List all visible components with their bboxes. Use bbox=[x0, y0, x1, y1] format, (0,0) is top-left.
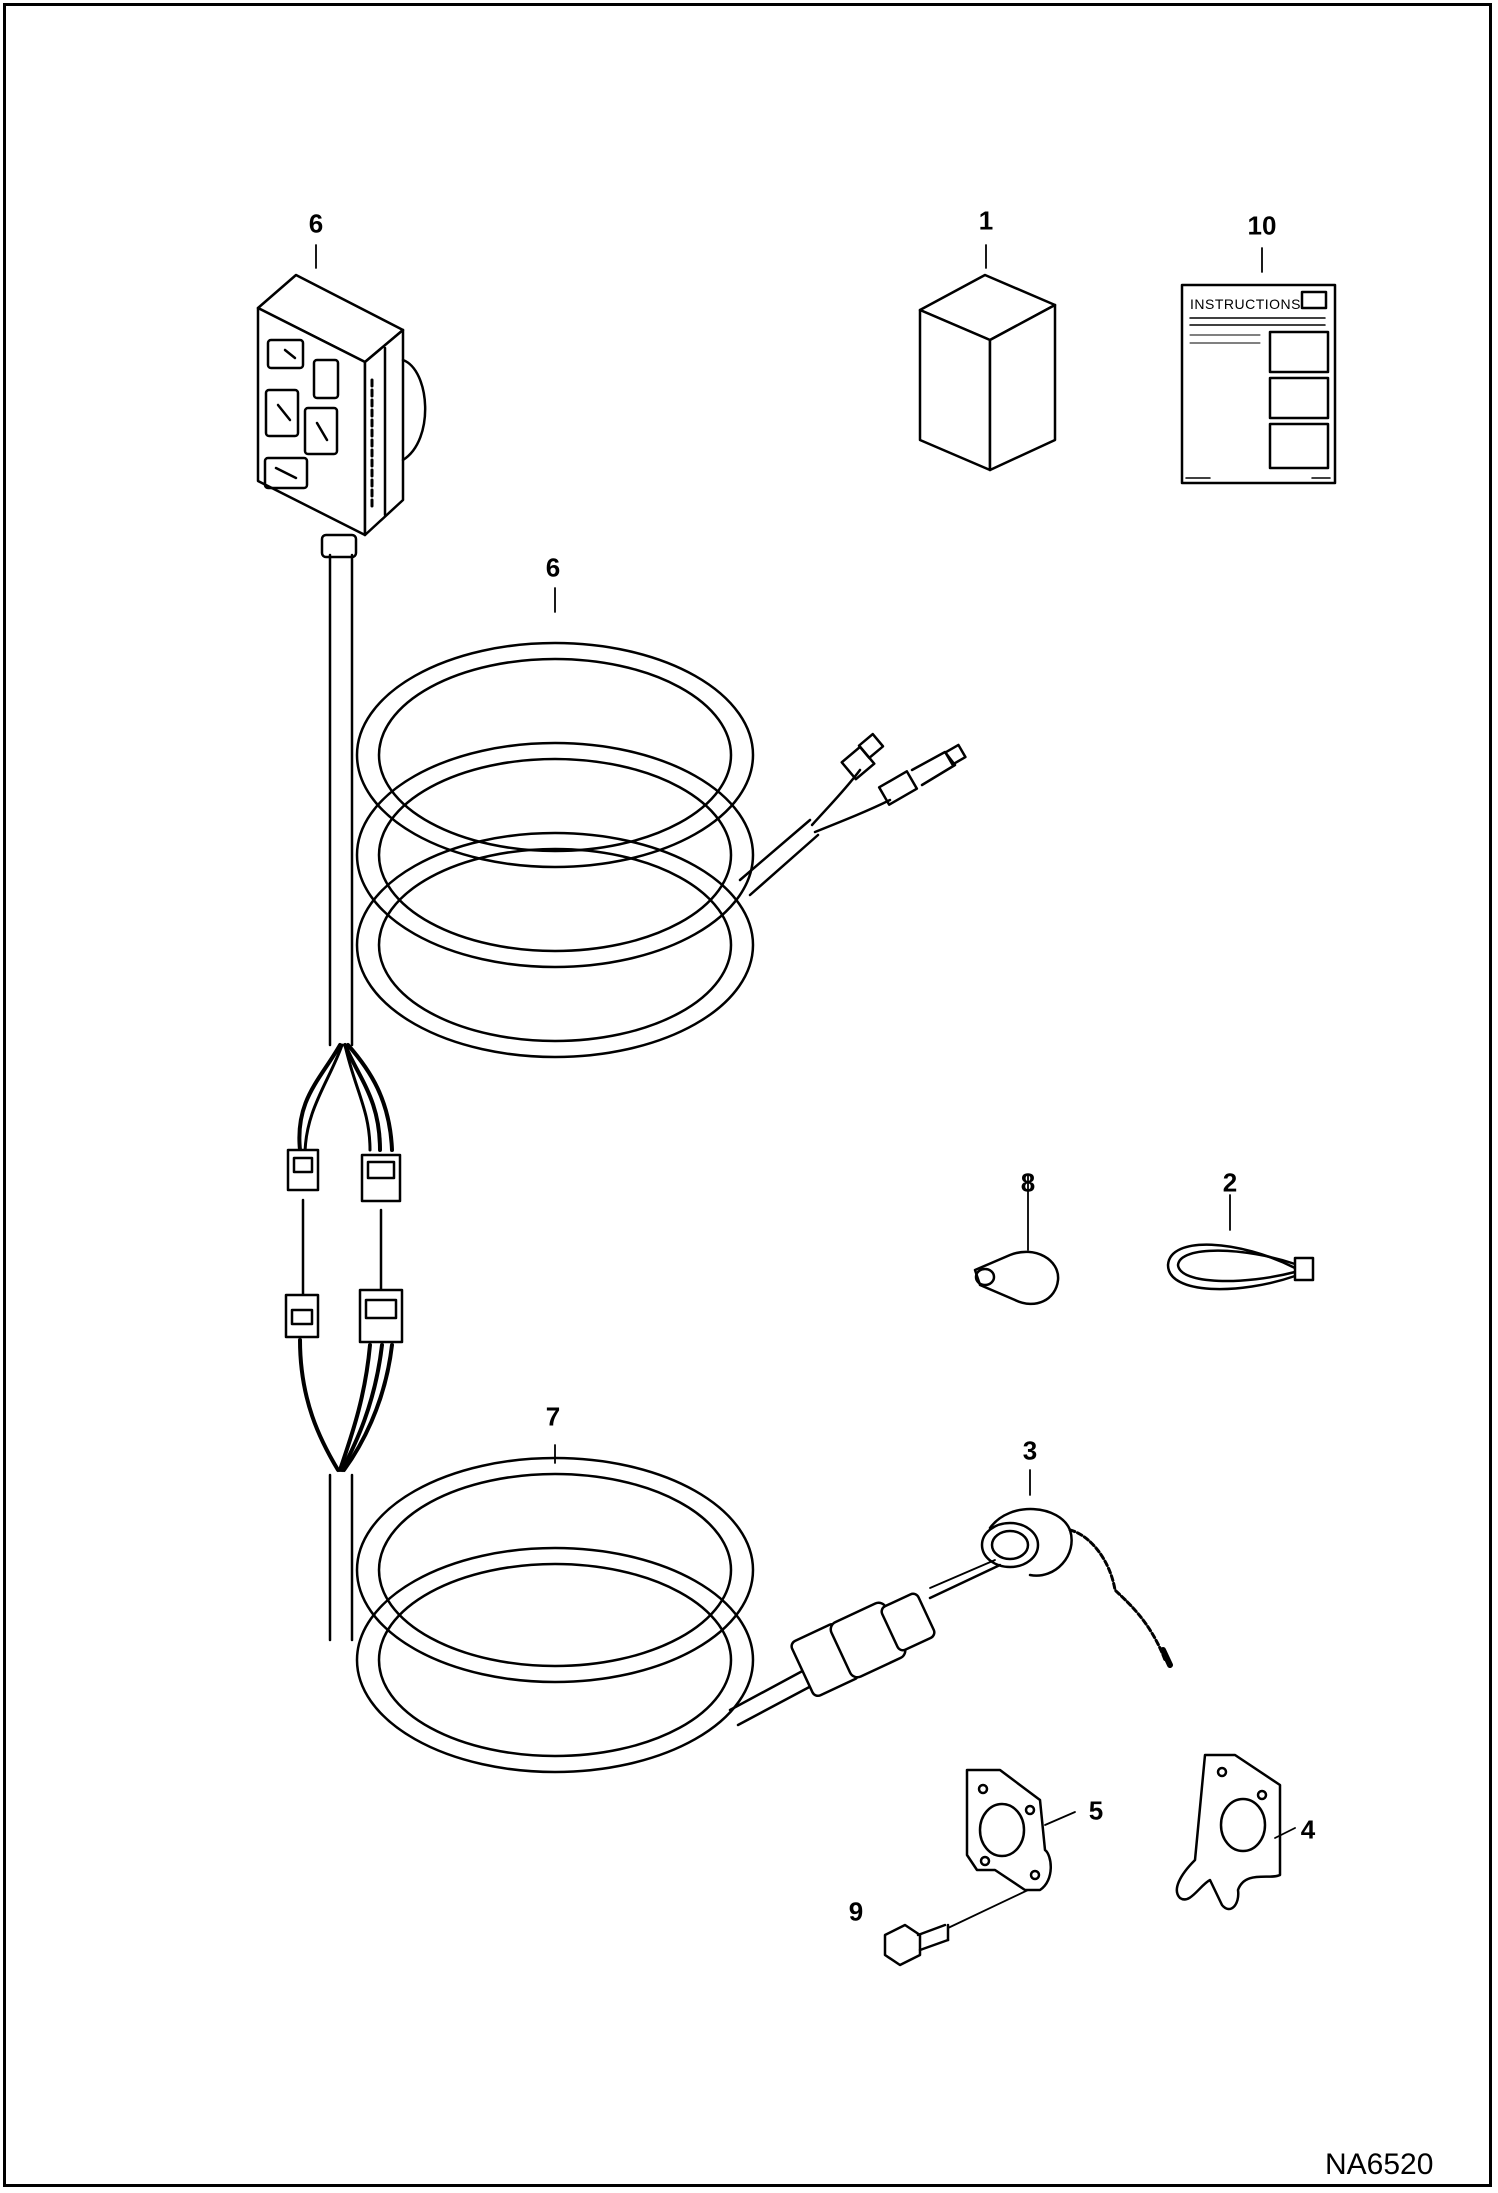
dust-cap bbox=[980, 1507, 1173, 1668]
parts-box bbox=[918, 273, 1057, 472]
instructions-label: INSTRUCTIONS bbox=[1190, 296, 1301, 312]
cable-clamp bbox=[973, 1250, 1060, 1306]
mounting-plate bbox=[965, 1768, 1052, 1892]
cable-tie bbox=[1166, 1243, 1315, 1291]
bolt bbox=[883, 1923, 950, 1967]
leader-lines bbox=[315, 244, 1296, 1929]
diagram-border bbox=[3, 3, 1492, 2187]
drawing-id: NA6520 bbox=[1325, 2148, 1434, 2181]
instruction-sheet bbox=[1180, 283, 1337, 485]
callout-2-cable-tie: 2 bbox=[1222, 1167, 1238, 1198]
callout-6-switch-box: 6 bbox=[308, 208, 324, 239]
callout-7-cable: 7 bbox=[545, 1401, 561, 1432]
callout-8-clamp: 8 bbox=[1020, 1167, 1036, 1198]
upper-cable-coil bbox=[328, 553, 967, 1059]
bracket bbox=[1175, 1753, 1282, 1911]
callout-1-box: 1 bbox=[978, 205, 994, 236]
switch-box bbox=[256, 273, 427, 559]
callout-4-bracket: 4 bbox=[1300, 1814, 1316, 1845]
lower-cable-coil bbox=[328, 1456, 1002, 1774]
harness-breakout bbox=[284, 1043, 404, 1472]
callout-3-dust-cap: 3 bbox=[1022, 1435, 1038, 1466]
callout-9-bolt: 9 bbox=[848, 1896, 864, 1927]
callout-6-cable: 6 bbox=[545, 552, 561, 583]
callout-5-plate: 5 bbox=[1088, 1795, 1104, 1826]
callout-10-instructions: 10 bbox=[1247, 210, 1277, 241]
